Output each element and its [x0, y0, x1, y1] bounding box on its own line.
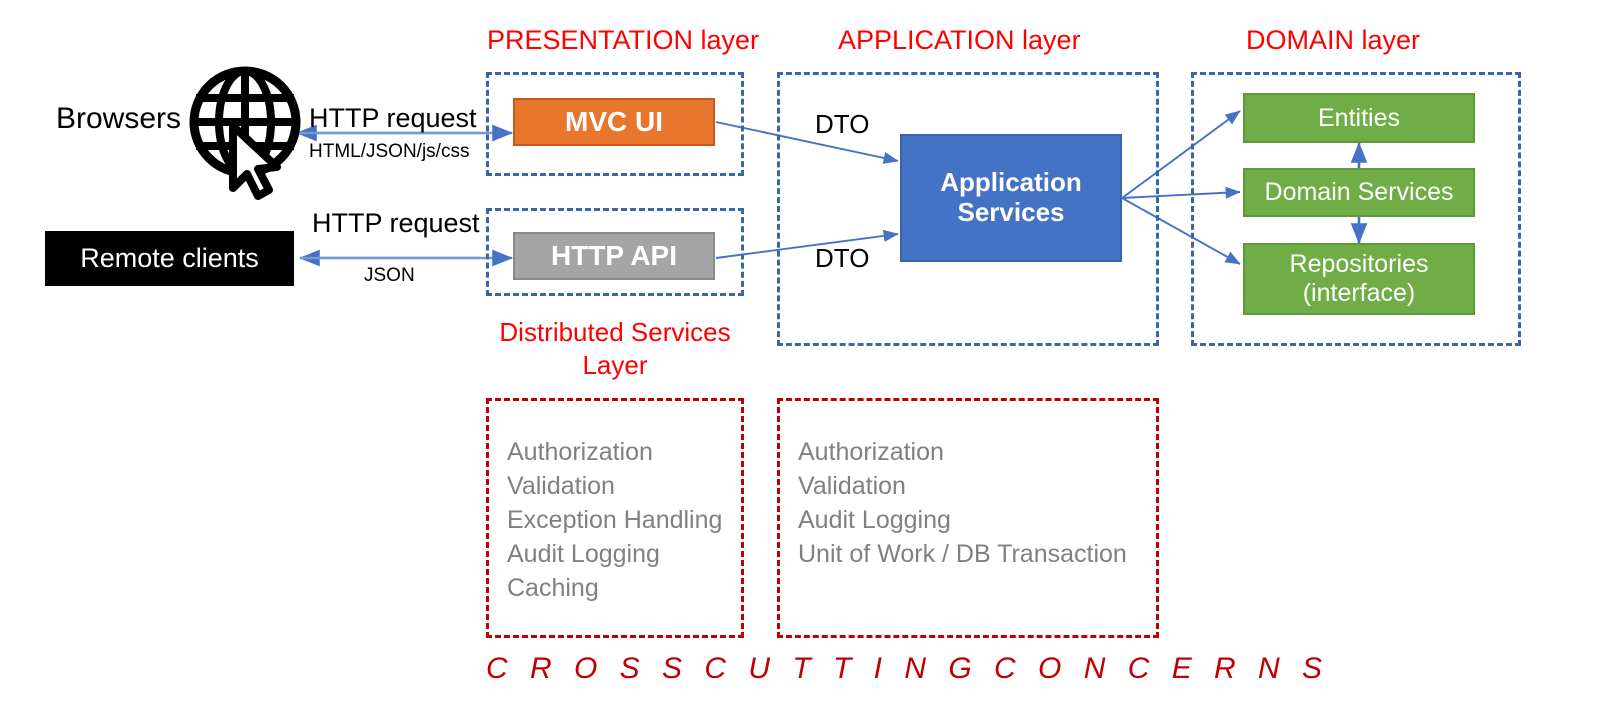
- presentation-concerns-list: Authorization Validation Exception Handl…: [507, 435, 741, 605]
- repositories-box: Repositories (interface): [1243, 243, 1475, 315]
- concern-item: Audit Logging: [798, 506, 951, 534]
- application-layer-container: [777, 72, 1159, 346]
- application-services-label-line1: Application: [940, 167, 1082, 198]
- remote-clients-label: Remote clients: [80, 242, 259, 273]
- edge-label-mvc-dto: DTO: [815, 109, 870, 139]
- domain-layer-container: [1191, 72, 1521, 346]
- application-concerns-list: Authorization Validation Audit Logging U…: [798, 435, 1156, 571]
- repositories-label-line2: (interface): [1302, 279, 1416, 307]
- edge-label-api-dto: DTO: [815, 243, 870, 273]
- application-services-box: Application Services: [900, 134, 1122, 262]
- entities-box: Entities: [1243, 93, 1475, 143]
- cross-cutting-concerns-caption: C R O S S C U T T I N G C O N C E R N S: [486, 652, 1330, 685]
- edge-label-remote-response: JSON: [364, 265, 415, 286]
- mvc-ui-box: MVC UI: [513, 98, 715, 146]
- edge-label-remote-request: HTTP request: [312, 208, 480, 238]
- concern-item: Unit of Work / DB Transaction: [798, 540, 1127, 568]
- edge-label-browser-response: HTML/JSON/js/css: [309, 141, 470, 162]
- mvc-ui-label: MVC UI: [565, 105, 663, 137]
- entities-label: Entities: [1318, 103, 1400, 132]
- layer-title-application: APPLICATION layer: [838, 25, 1081, 55]
- http-api-box: HTTP API: [513, 232, 715, 280]
- concern-item: Authorization: [507, 438, 653, 466]
- edge-label-browser-request: HTTP request: [309, 103, 477, 133]
- http-api-label: HTTP API: [550, 239, 677, 271]
- layer-title-domain: DOMAIN layer: [1245, 25, 1421, 55]
- distributed-services-layer-title: Distributed Services Layer: [499, 317, 731, 380]
- concern-item: Audit Logging: [507, 540, 660, 568]
- remote-clients-box: Remote clients: [45, 231, 294, 286]
- layer-title-presentation: PRESENTATION layer: [487, 25, 760, 55]
- presentation-concerns-container: Authorization Validation Exception Handl…: [486, 398, 744, 638]
- domain-services-label: Domain Services: [1264, 178, 1454, 207]
- application-services-label-line2: Services: [957, 197, 1065, 227]
- presentation-layer-mvc-container: [486, 72, 744, 176]
- concern-item: Validation: [798, 472, 906, 500]
- browsers-label: Browsers: [56, 102, 182, 135]
- application-concerns-container: Authorization Validation Audit Logging U…: [777, 398, 1159, 638]
- repositories-label-line1: Repositories: [1289, 250, 1429, 279]
- concern-item: Authorization: [798, 438, 944, 466]
- presentation-layer-api-container: [486, 208, 744, 296]
- concern-item: Exception Handling: [507, 506, 723, 534]
- concern-item: Caching: [507, 574, 599, 602]
- globe-cursor-icon: [189, 66, 301, 200]
- domain-services-box: Domain Services: [1243, 168, 1475, 217]
- concern-item: Validation: [507, 472, 615, 500]
